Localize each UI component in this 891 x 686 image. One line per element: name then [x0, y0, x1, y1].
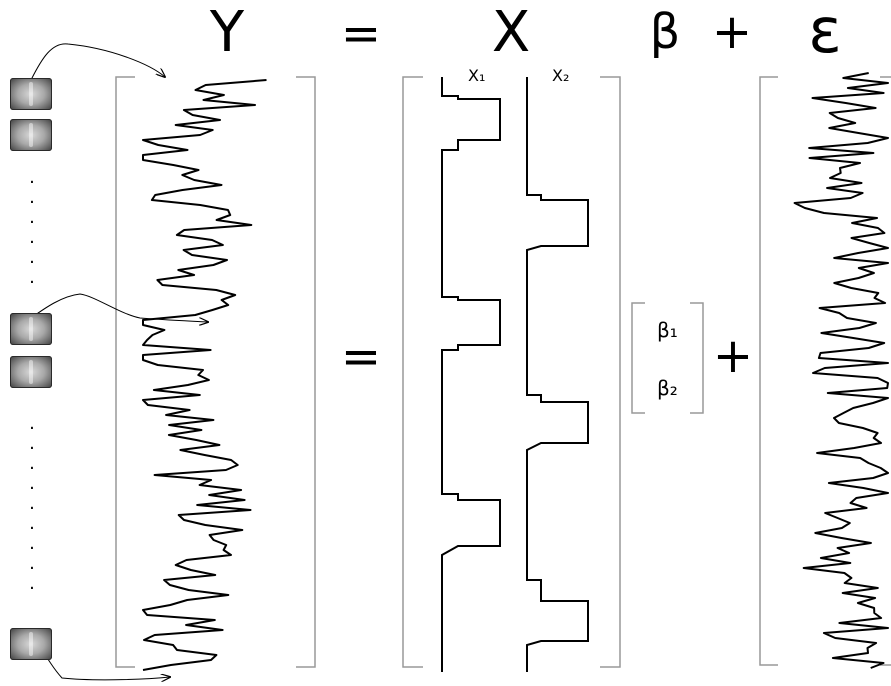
ellipsis-dot: · [29, 232, 35, 253]
beta-bracket-left [631, 302, 645, 414]
plus-sign-top: + [711, 4, 753, 60]
ellipsis-dot: · [29, 272, 35, 293]
epsilon-symbol: ε [808, 0, 842, 67]
x2-column-label: X₂ [552, 66, 570, 85]
ellipsis-dot: · [29, 478, 35, 499]
y-symbol: Y [209, 0, 245, 65]
ellipsis-dot: · [29, 458, 35, 479]
ellipsis-dot: · [29, 558, 35, 579]
x1-column-label: X₁ [468, 66, 486, 85]
y-timeseries-line [142, 79, 267, 671]
x-bracket-left [402, 76, 423, 668]
brain-scan-thumbnail [10, 78, 52, 110]
arrow-scan1-to-y [30, 43, 165, 81]
plus-sign-middle: + [712, 328, 754, 384]
brain-scan-thumbnail [10, 119, 52, 151]
brain-scan-thumbnail [10, 356, 52, 388]
x-bracket-right [600, 76, 621, 668]
ellipsis-dot: · [29, 212, 35, 233]
equals-sign-middle: = [340, 329, 382, 385]
beta1-label: β₁ [657, 318, 678, 342]
ellipsis-dot: · [29, 518, 35, 539]
ellipsis-dot: · [29, 192, 35, 213]
ellipsis-dot: · [29, 578, 35, 599]
arrow-scan3-to-y [30, 293, 208, 322]
epsilon-bracket-left [759, 76, 778, 666]
ellipsis-dot: · [29, 438, 35, 459]
ellipsis-dot: · [29, 172, 35, 193]
x2-regressor-line [526, 77, 589, 672]
equals-sign-top: = [340, 6, 382, 62]
epsilon-bracket-right [880, 76, 891, 666]
brain-scan-thumbnail [10, 628, 52, 660]
beta-symbol: β [649, 4, 681, 60]
epsilon-timeseries-line [793, 72, 889, 669]
beta-bracket-right [690, 302, 704, 414]
x-symbol: X [491, 0, 531, 65]
brain-scan-thumbnail [10, 313, 52, 345]
y-bracket-left [115, 76, 135, 668]
beta2-label: β₂ [657, 376, 678, 400]
ellipsis-dot: · [29, 538, 35, 559]
x1-regressor-line [441, 77, 501, 672]
ellipsis-dot: · [29, 418, 35, 439]
ellipsis-dot: · [29, 252, 35, 273]
y-bracket-right [296, 76, 316, 668]
ellipsis-dot: · [29, 498, 35, 519]
